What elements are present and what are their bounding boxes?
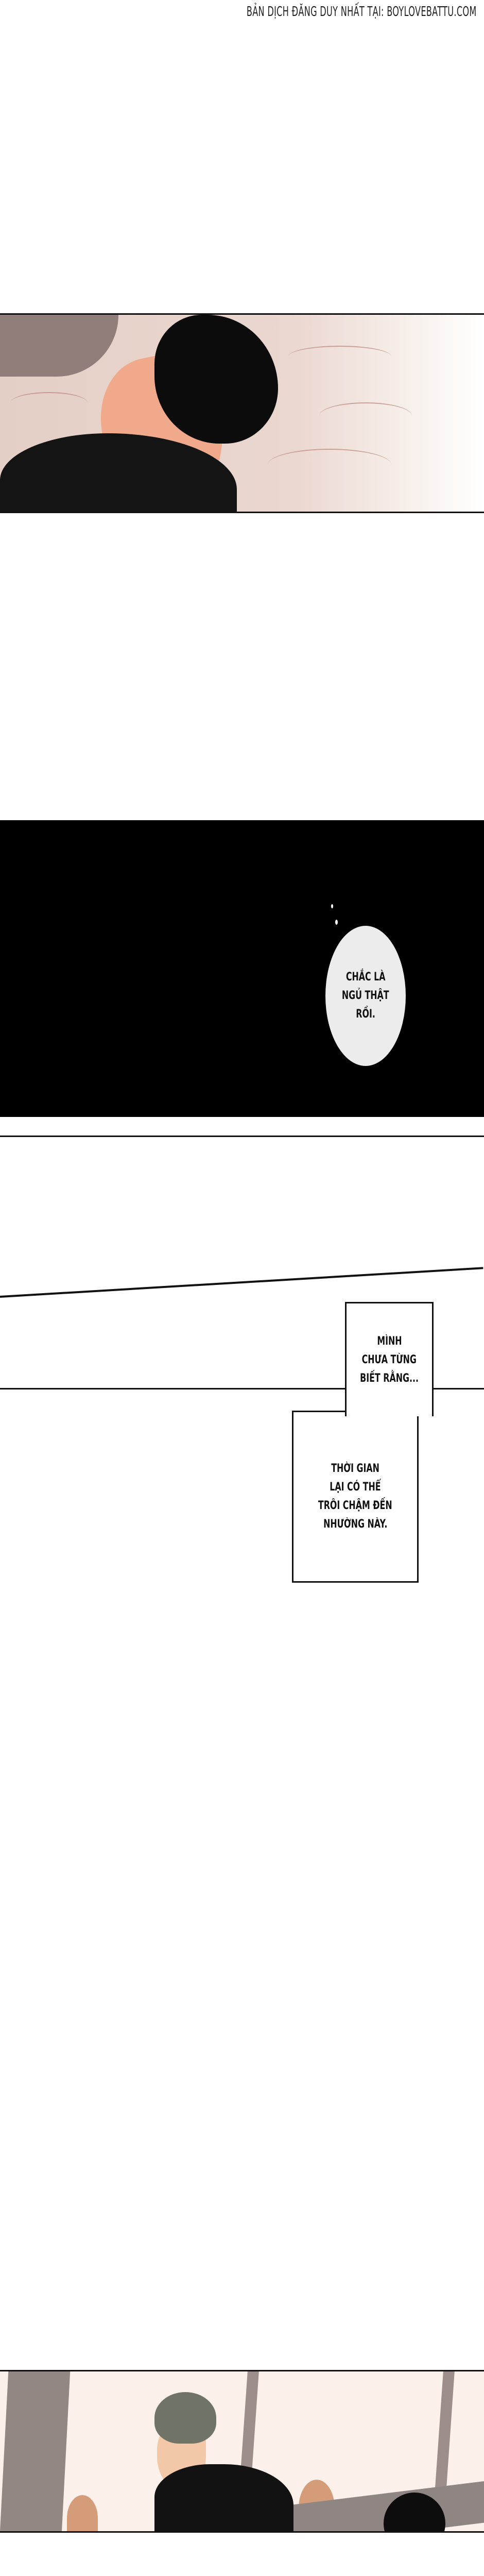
caption-line: CHƯA TỪNG (361, 1353, 417, 1366)
sheet-fold (10, 392, 88, 414)
sheet-fold (288, 346, 391, 367)
bubble-line: CHẮC LÀ (345, 971, 386, 984)
bubble-tail-dot (335, 920, 338, 925)
panel-divider (0, 1136, 484, 1137)
caption-line: LẠI CÓ THỂ (330, 1481, 381, 1494)
sheet-fold (268, 449, 391, 481)
panel-classroom (0, 2370, 484, 2533)
caption-line: THỜI GIAN (331, 1462, 379, 1475)
watermark-text: BẢN DỊCH ĐĂNG DUY NHẤT TẠI: BOYLOVEBATTU… (247, 4, 477, 20)
panel-border (0, 1388, 484, 1389)
bubble-tail-dot (331, 904, 333, 908)
caption-line: BIẾT RẰNG... (360, 1371, 419, 1385)
panel-border-slanted (0, 1267, 483, 1298)
character-hair (154, 2392, 216, 2444)
panel-black (0, 820, 484, 1117)
bubble-line: NGỦ THẬT (342, 989, 389, 1002)
pillow (0, 315, 118, 377)
caption-line: MÌNH (376, 1334, 402, 1348)
speech-bubble: CHẮC LÀ NGỦ THẬT RỒI. (325, 926, 406, 1066)
caption-box: MÌNH CHƯA TỪNG BIẾT RẰNG... (345, 1302, 434, 1416)
wall (0, 2371, 71, 2531)
caption-box: THỜI GIAN LẠI CÓ THỂ TRÔI CHẬM ĐẾN NHƯỜN… (292, 1411, 419, 1583)
background-student (67, 2495, 98, 2531)
sheet-fold (319, 402, 412, 429)
character-hair (154, 315, 278, 444)
caption-line: NHƯỜNG NÀY. (323, 1518, 388, 1531)
caption-line: TRÔI CHẬM ĐẾN (318, 1499, 392, 1512)
bubble-line: RỒI. (356, 1008, 375, 1021)
panel-sleeping-boy (0, 313, 484, 513)
character-body (154, 2464, 293, 2531)
